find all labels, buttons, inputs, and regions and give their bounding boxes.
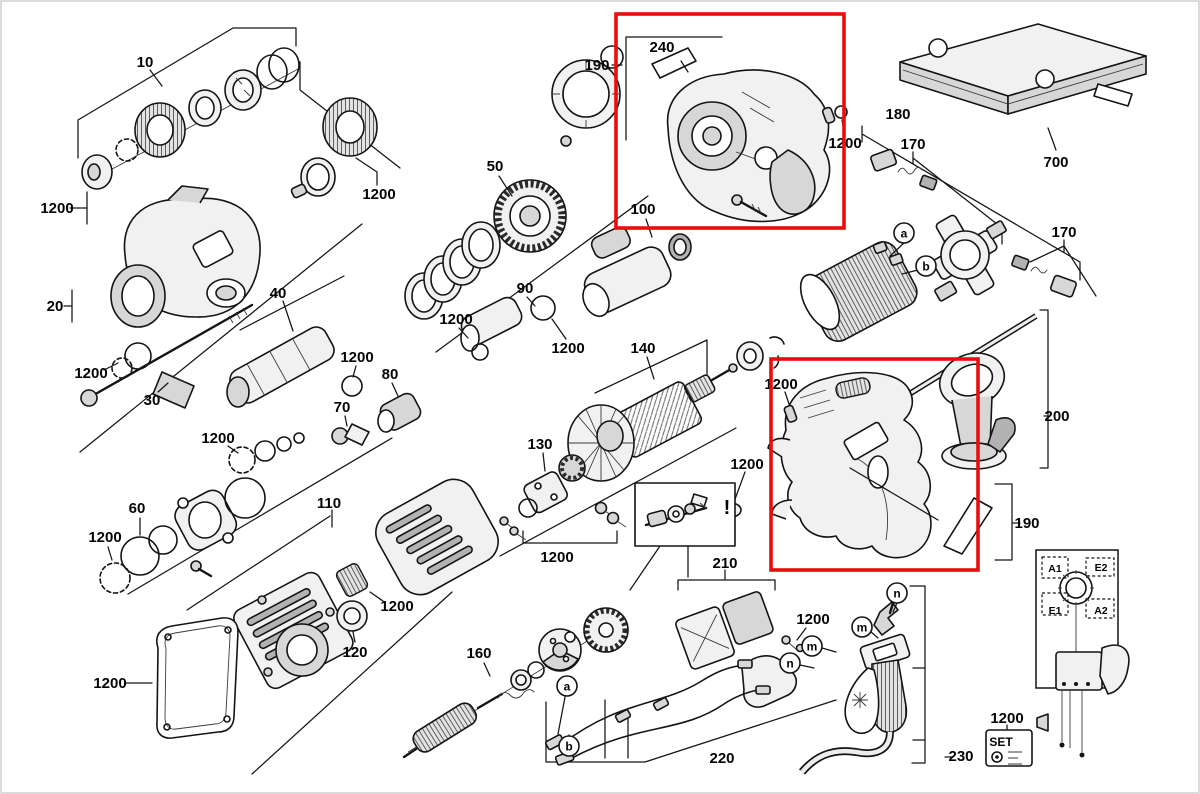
svg-text:b: b xyxy=(565,740,572,754)
part-label-90: 90 xyxy=(517,280,534,297)
part-label-30: 30 xyxy=(144,392,161,409)
part-label-80: 80 xyxy=(382,366,399,383)
warning-exclamation: ! xyxy=(724,497,731,519)
group-switch-210 xyxy=(675,591,798,708)
part-label-170: 170 xyxy=(900,136,925,153)
part-label-700: 700 xyxy=(1043,154,1068,171)
part-label-220: 220 xyxy=(709,750,734,767)
set-kit-box: SET xyxy=(985,724,1033,767)
part-label-190: 190 xyxy=(584,57,609,74)
inset-switch-wiring xyxy=(1035,549,1130,758)
part-label-10: 10 xyxy=(137,54,154,71)
group-bearing-flange-130 xyxy=(499,452,627,541)
svg-text:m: m xyxy=(807,640,818,654)
group-brush-plate-180 xyxy=(870,148,1077,302)
part-label-170: 170 xyxy=(1051,224,1076,241)
group-striker-100 xyxy=(582,218,692,318)
group-clutch-70-80 xyxy=(331,365,422,446)
group-washers-1200 xyxy=(227,432,305,474)
group-clamshell-housing-240 xyxy=(651,47,848,223)
reference-lines xyxy=(63,27,1097,775)
part-label-120: 120 xyxy=(342,644,367,661)
part-label-130: 130 xyxy=(527,436,552,453)
group-case-700 xyxy=(899,23,1147,151)
terminal-e2: E2 xyxy=(1095,562,1108,574)
switch-terminal-labels: A1 E2 E1 A2 xyxy=(1048,562,1108,617)
part-label-110: 110 xyxy=(317,495,341,512)
svg-text:b: b xyxy=(922,260,929,274)
group-cord-230 xyxy=(795,601,911,775)
part-label-50: 50 xyxy=(487,158,504,175)
inset-impact-mechanism: ! xyxy=(629,482,736,591)
callout-m: m xyxy=(801,635,823,657)
part-number-labels: 10 1200 1200 20 1200 30 40 1200 80 70 12… xyxy=(40,39,1076,767)
part-label-20: 20 xyxy=(47,298,64,315)
terminal-a1: A1 xyxy=(1048,563,1062,575)
callout-b: b xyxy=(915,255,937,277)
part-label-1200: 1200 xyxy=(40,200,73,217)
part-label-1200: 1200 xyxy=(551,340,584,357)
callout-n: n xyxy=(779,652,801,674)
part-label-1200: 1200 xyxy=(88,529,121,546)
part-label-1200: 1200 xyxy=(439,311,472,328)
part-label-190: 190 xyxy=(1014,515,1039,532)
group-field-stator xyxy=(799,240,919,342)
part-label-70: 70 xyxy=(334,399,351,416)
part-label-240: 240 xyxy=(649,39,674,56)
part-label-180: 180 xyxy=(885,106,910,123)
part-label-1200: 1200 xyxy=(340,349,373,366)
group-gear-housing-20 xyxy=(80,185,261,407)
part-label-1200: 1200 xyxy=(201,430,234,447)
callout-n: n xyxy=(886,582,908,604)
terminal-a2: A2 xyxy=(1094,605,1108,617)
svg-text:m: m xyxy=(857,621,868,635)
part-label-1200: 1200 xyxy=(796,611,829,628)
part-label-1200: 1200 xyxy=(74,365,107,382)
circled-letter-callouts: a b a b n m m n xyxy=(556,222,937,757)
svg-text:n: n xyxy=(893,587,900,601)
terminal-e1: E1 xyxy=(1049,605,1062,617)
callout-m: m xyxy=(851,616,873,638)
part-label-100: 100 xyxy=(630,201,655,218)
group-chuck-10 xyxy=(81,47,378,199)
part-label-1200: 1200 xyxy=(990,710,1023,727)
group-piston-90 xyxy=(458,295,567,361)
part-label-200: 200 xyxy=(1044,408,1069,425)
group-crank-160 xyxy=(402,607,629,759)
part-label-210: 210 xyxy=(712,555,737,572)
part-label-140: 140 xyxy=(630,340,655,357)
part-label-60: 60 xyxy=(129,500,146,517)
part-label-1200: 1200 xyxy=(362,186,395,203)
part-label-1200: 1200 xyxy=(730,456,763,473)
svg-text:a: a xyxy=(901,227,908,241)
part-label-230: 230 xyxy=(948,748,973,765)
group-gears-50 xyxy=(404,45,624,320)
group-spindle-40 xyxy=(226,300,335,408)
part-label-160: 160 xyxy=(466,645,491,662)
part-label-40: 40 xyxy=(270,285,287,302)
highlight-box-handle-housing xyxy=(769,357,980,572)
callout-a: a xyxy=(556,675,578,697)
group-armature-140 xyxy=(558,336,785,482)
part-label-1200: 1200 xyxy=(540,549,573,566)
group-seals-30 xyxy=(103,342,195,409)
svg-text:a: a xyxy=(564,680,571,694)
part-label-1200: 1200 xyxy=(380,598,413,615)
group-crankcase-110 xyxy=(99,477,384,739)
callout-b: b xyxy=(558,735,580,757)
field-sleeve xyxy=(375,478,499,596)
svg-text:n: n xyxy=(786,657,793,671)
callout-a: a xyxy=(893,222,915,244)
highlight-box-motor-housing xyxy=(614,12,846,230)
set-label: SET xyxy=(989,735,1013,749)
part-label-1200: 1200 xyxy=(93,675,126,692)
group-handle-housing-190 xyxy=(720,313,1038,559)
